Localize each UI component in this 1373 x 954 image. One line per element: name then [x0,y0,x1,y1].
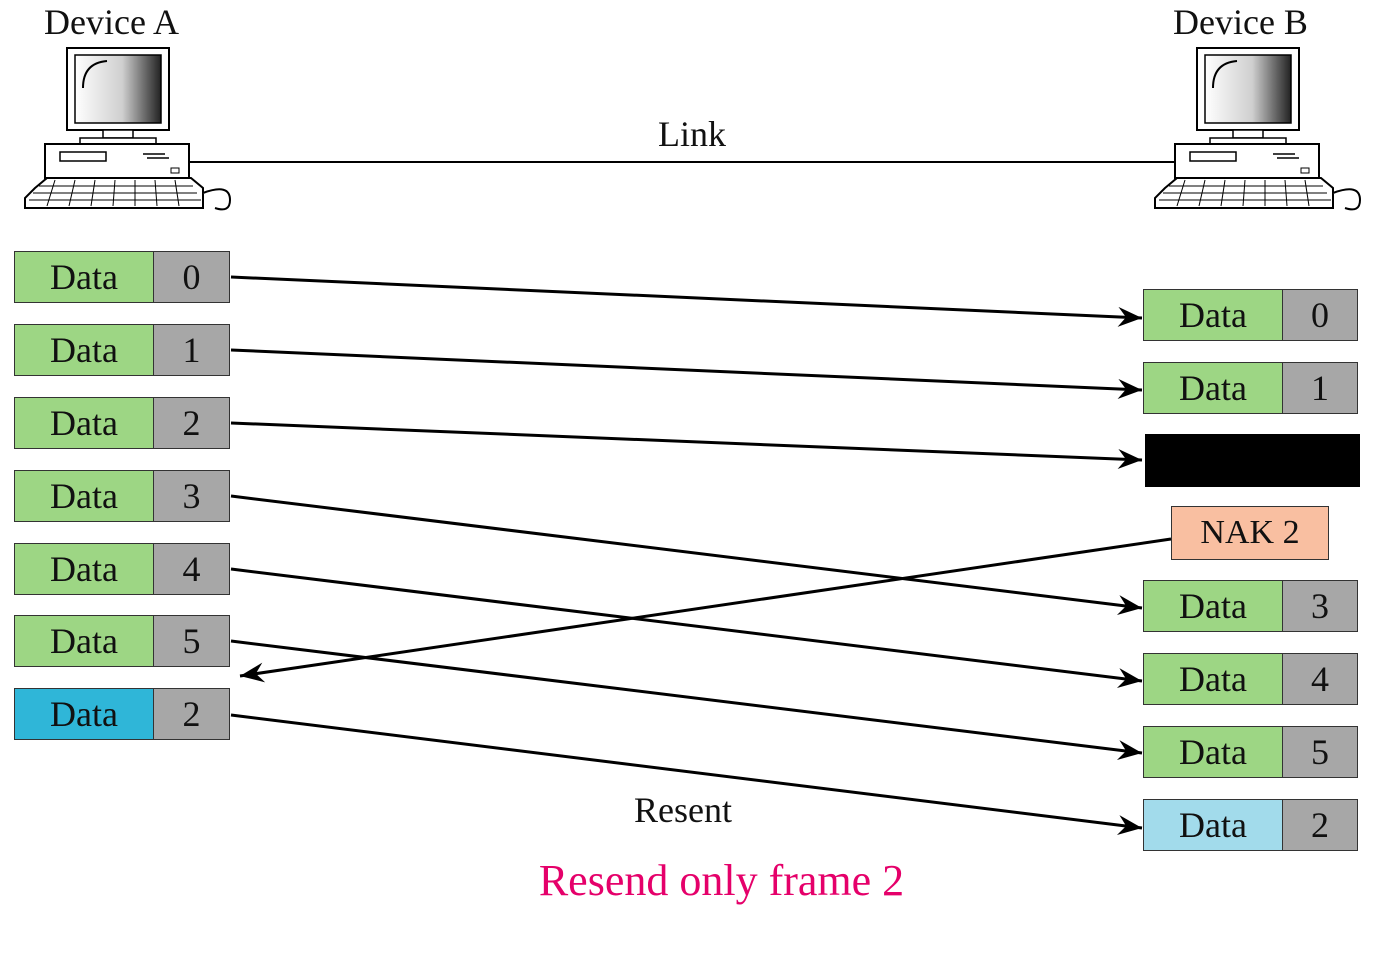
nak-frame: NAK 2 [1171,506,1329,560]
frame-seq-cell: 1 [1283,363,1357,413]
arrow-frame-2-lost [230,421,1143,470]
frame-seq-cell: 1 [154,325,229,375]
device-b-label: Device B [1173,2,1308,42]
sender-frame-0: Data 0 [14,251,230,303]
frame-data-cell: Data [1144,581,1283,631]
device-a-computer-icon [24,47,232,211]
frame-data-cell: Data [1144,800,1283,850]
frame-seq-cell: 5 [154,616,229,666]
frame-seq-cell: 2 [154,398,229,448]
receiver-frame-3: Data 3 [1143,580,1358,632]
arrow-frame-3 [230,494,1143,615]
arrow-frame-0 [230,275,1143,327]
frame-data-cell: Data [15,471,154,521]
receiver-frame-2-resent: Data 2 [1143,799,1358,851]
frame-seq-cell: 2 [1283,800,1357,850]
sender-frame-2: Data 2 [14,397,230,449]
frame-seq-cell: 0 [154,252,229,302]
frame-data-cell: Data [15,398,154,448]
device-a-label: Device A [44,2,179,42]
device-b-computer-icon [1154,47,1362,211]
receiver-frame-4: Data 4 [1143,653,1358,705]
frame-data-cell: Data [1144,654,1283,704]
sender-frame-4: Data 4 [14,543,230,595]
sender-frame-1: Data 1 [14,324,230,376]
lost-frame-block [1145,434,1360,487]
frame-data-cell: Data [1144,290,1283,340]
frame-data-cell: Data [1144,727,1283,777]
frame-data-cell: Data [15,325,154,375]
sender-frame-5: Data 5 [14,615,230,667]
frame-data-cell: Data [15,544,154,594]
frame-seq-cell: 5 [1283,727,1357,777]
frame-seq-cell: 2 [154,689,229,739]
frame-seq-cell: 3 [154,471,229,521]
arrow-nak-2 [239,537,1172,683]
resent-label: Resent [634,790,732,830]
arrow-frame-5 [230,639,1143,760]
arrow-frame-4 [230,567,1143,688]
link-label: Link [658,114,726,154]
arrow-frame-1 [230,348,1143,399]
frame-data-cell: Data [15,252,154,302]
receiver-frame-0: Data 0 [1143,289,1358,341]
frame-data-cell: Data [15,616,154,666]
frame-seq-cell: 0 [1283,290,1357,340]
frame-data-cell: Data [15,689,154,739]
frame-seq-cell: 4 [1283,654,1357,704]
frame-seq-cell: 3 [1283,581,1357,631]
sender-frame-3: Data 3 [14,470,230,522]
arrow-frame-2-resent [230,713,1143,835]
receiver-frame-1: Data 1 [1143,362,1358,414]
frame-data-cell: Data [1144,363,1283,413]
caption: Resend only frame 2 [538,856,905,905]
frame-seq-cell: 4 [154,544,229,594]
receiver-frame-5: Data 5 [1143,726,1358,778]
sender-frame-2-resent: Data 2 [14,688,230,740]
